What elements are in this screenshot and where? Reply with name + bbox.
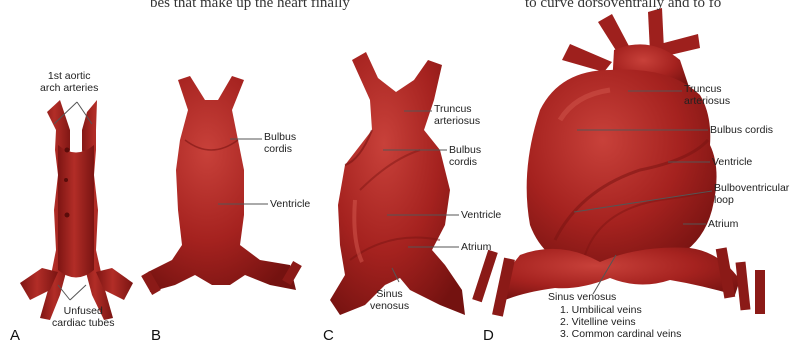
list-item-vein: 1. Umbilical veins bbox=[560, 304, 681, 316]
label-c-sinus-venosus: Sinus venosus bbox=[370, 288, 409, 312]
label-d-atrium: Atrium bbox=[708, 218, 738, 230]
list-d-veins: 1. Umbilical veins 2. Vitelline veins 3.… bbox=[560, 304, 681, 340]
label-c-bulbus-cordis: Bulbus cordis bbox=[449, 144, 481, 168]
label-b-bulbus-cordis: Bulbus cordis bbox=[264, 131, 296, 155]
label-c-atrium: Atrium bbox=[461, 241, 491, 253]
panel-c-heart-loop bbox=[330, 52, 465, 315]
list-item-vein: 2. Vitelline veins bbox=[560, 316, 681, 328]
panel-letter-a: A bbox=[10, 327, 20, 344]
label-d-truncus-arteriosus: Truncus arteriosus bbox=[684, 83, 730, 107]
panel-b-heart-tube bbox=[141, 76, 302, 295]
list-item-vein: 3. Common cardinal veins bbox=[560, 328, 681, 340]
label-c-truncus-arteriosus: Truncus arteriosus bbox=[434, 103, 480, 127]
top-text-right: to curve dorsoventrally and to fo bbox=[525, 0, 721, 12]
label-d-bulbus-cordis: Bulbus cordis bbox=[710, 124, 773, 136]
top-text-left: bes that make up the heart finally bbox=[150, 0, 350, 12]
label-c-ventricle: Ventricle bbox=[461, 209, 501, 221]
label-d-ventricle: Ventricle bbox=[712, 156, 752, 168]
panel-letter-d: D bbox=[483, 327, 494, 344]
label-b-ventricle: Ventricle bbox=[270, 198, 310, 210]
label-d-sinus-venosus: Sinus venosus bbox=[548, 291, 616, 303]
label-unfused-cardiac-tubes: Unfused cardiac tubes bbox=[52, 305, 114, 329]
panel-a-heart-tubes bbox=[20, 100, 133, 320]
panel-letter-b: B bbox=[151, 327, 161, 344]
panel-letter-c: C bbox=[323, 327, 334, 344]
label-d-bulboventricular-loop: Bulboventricular loop bbox=[714, 182, 789, 206]
label-aortic-arch-arteries: 1st aortic arch arteries bbox=[40, 70, 98, 94]
